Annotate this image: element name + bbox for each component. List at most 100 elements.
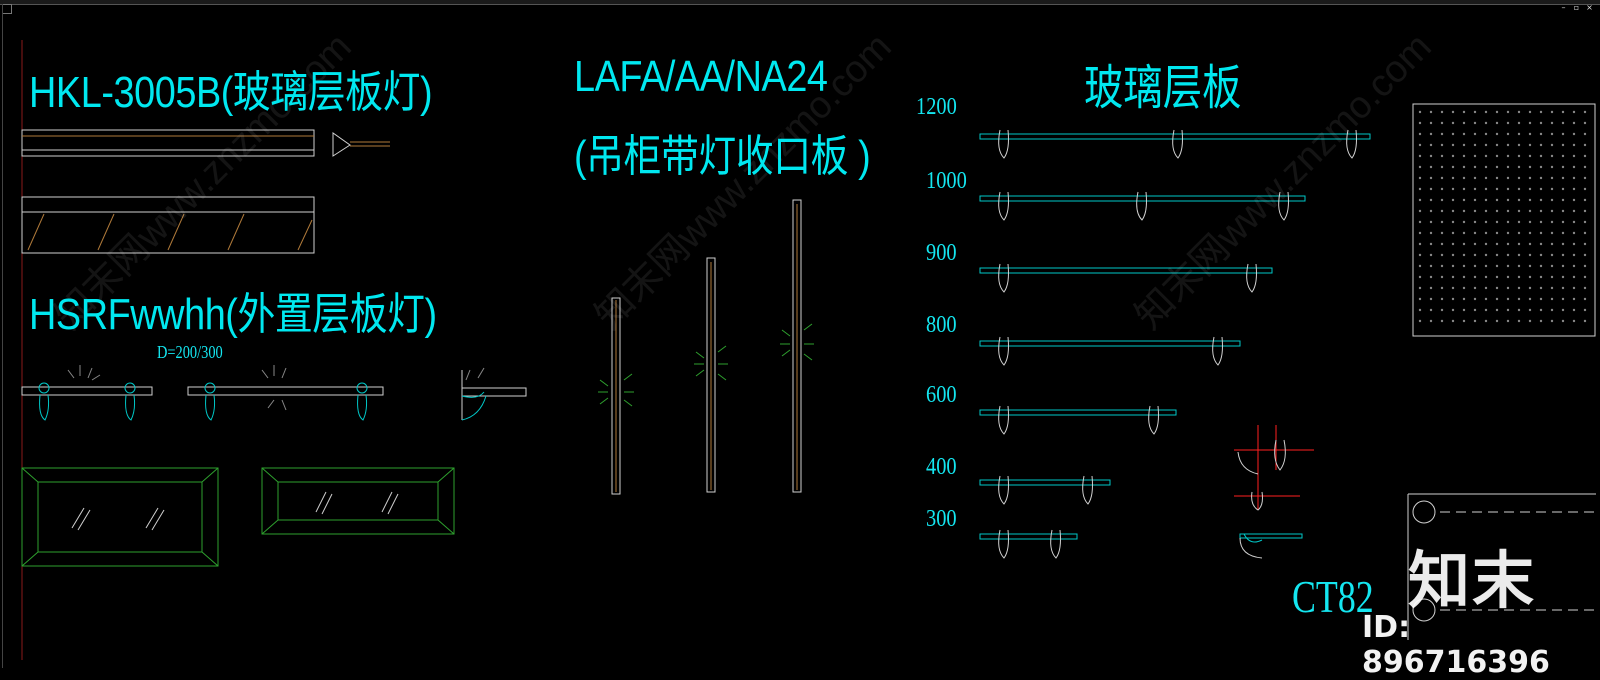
perforation-dot [1539,154,1543,158]
perforation-dot [1429,242,1433,246]
perforation-dot [1517,132,1521,136]
perforation-dot [1517,308,1521,312]
perforation-dot [1451,198,1455,202]
perforation-dot [1583,286,1587,290]
perforation-dot [1429,110,1433,114]
perforation-dot [1429,264,1433,268]
perforation-dot [1418,275,1422,279]
perforation-dot [1561,220,1565,224]
perforation-dot [1429,297,1433,301]
perforation-dot [1473,121,1477,125]
perforation-dot [1451,286,1455,290]
perforation-dot [1517,319,1521,323]
perforation-dot [1506,253,1510,257]
perforation-dot [1550,121,1554,125]
perforation-dot [1451,187,1455,191]
perforation-dot [1418,253,1422,257]
lafa-title-line2: (吊柜带灯收口板 ) [574,132,871,181]
perforation-dot [1561,198,1565,202]
close-icon[interactable]: × [1586,3,1593,12]
hsrf-shelf-section [461,367,527,421]
perforation-dot [1539,253,1543,257]
perforation-dot [1484,121,1488,125]
perforation-dot [1429,187,1433,191]
glass-shelf-300 [979,529,1078,559]
perforation-dot [1528,187,1532,191]
perforation-dot [1451,143,1455,147]
perforation-dot [1583,264,1587,268]
perforation-dot [1539,275,1543,279]
perforation-dot [1550,253,1554,257]
perforation-dot [1484,308,1488,312]
perforation-dot [1473,275,1477,279]
restore-icon[interactable]: ▫ [1573,3,1580,12]
perforation-dot [1495,198,1499,202]
perforation-dot [1473,176,1477,180]
perforation-dot [1451,231,1455,235]
hsrf-frame-left [21,467,219,567]
perforation-dot [1495,154,1499,158]
perforation-dot [1561,187,1565,191]
perforation-dot [1451,242,1455,246]
perforation-dot [1495,121,1499,125]
perforation-dot [1451,319,1455,323]
perforation-dot [1451,220,1455,224]
perforation-dot [1462,297,1466,301]
perforation-dot [1440,176,1444,180]
perforation-dot [1429,143,1433,147]
perforation-dot [1572,132,1576,136]
perforation-dot [1484,220,1488,224]
perforation-dot [1539,110,1543,114]
perforation-dot [1583,110,1587,114]
perforation-dot [1528,198,1532,202]
perforation-dot [1583,242,1587,246]
perforation-dot [1473,297,1477,301]
perforation-dot [1583,275,1587,279]
window-titlebar [0,0,1600,5]
perforation-dot [1561,132,1565,136]
perforation-dot [1495,286,1499,290]
perforation-dot [1462,154,1466,158]
perforation-dot [1528,264,1532,268]
perforation-dot [1572,319,1576,323]
perforation-dot [1528,231,1532,235]
perforation-dot [1517,297,1521,301]
perforation-dot [1583,132,1587,136]
perforation-dot [1440,110,1444,114]
perforation-dot [1517,264,1521,268]
perforation-dot [1462,231,1466,235]
hsrf-frame-right [261,467,455,535]
perforation-dot [1506,297,1510,301]
perforation-dot [1495,143,1499,147]
perforation-dot [1561,319,1565,323]
perforation-dot [1572,253,1576,257]
perforation-dot [1572,275,1576,279]
perforation-dot [1473,198,1477,202]
drawing-viewport[interactable] [2,4,1597,668]
minimize-icon[interactable]: – [1561,3,1566,12]
perforation-dot [1473,132,1477,136]
perforation-dot [1539,187,1543,191]
perforation-dot [1484,187,1488,191]
perforation-dot [1462,220,1466,224]
perforation-dot [1473,187,1477,191]
perforation-dot [1418,264,1422,268]
perforation-dot [1495,132,1499,136]
perforation-dot [1484,132,1488,136]
perforation-dot [1583,308,1587,312]
perforation-dot [1484,198,1488,202]
shelf-dim-label: 1200 [916,94,957,120]
perforation-dot [1561,154,1565,158]
perforation-dot [1462,121,1466,125]
perforation-dot [1550,319,1554,323]
perforation-dot [1451,154,1455,158]
perforation-dot [1440,253,1444,257]
perforation-dot [1440,198,1444,202]
perforation-dot [1440,220,1444,224]
perforation-dot [1462,319,1466,323]
perforation-dot [1506,220,1510,224]
glass-shelf-1000 [979,191,1306,221]
perforation-dot [1451,275,1455,279]
perforation-dot [1484,253,1488,257]
